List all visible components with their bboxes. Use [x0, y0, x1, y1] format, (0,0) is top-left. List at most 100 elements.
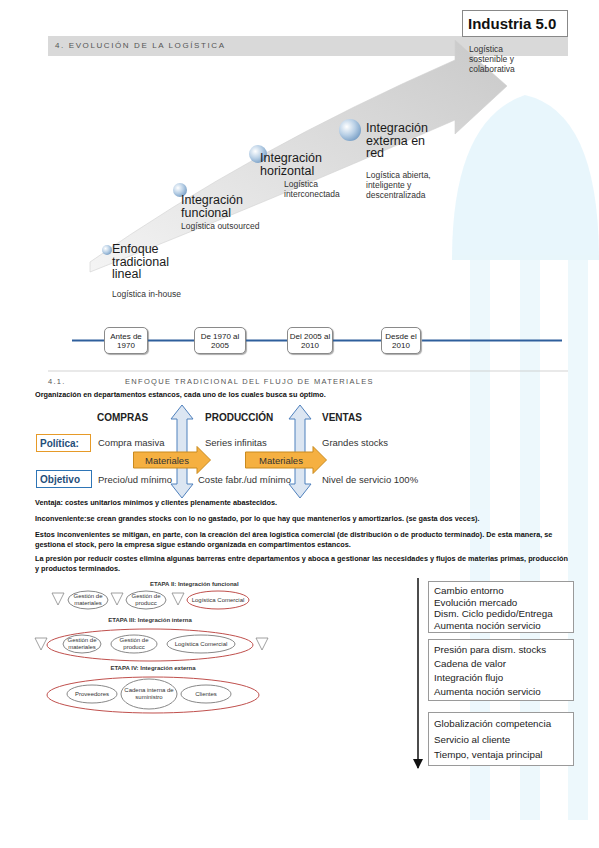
evolution-arrow [90, 40, 507, 272]
section-title: 4. EVOLUCIÓN DE LA LOGÍSTICA [55, 40, 226, 52]
row-header: Objetivo [40, 474, 80, 485]
ellipse-text: Gestión de producc [125, 593, 167, 606]
period-text: Antes de 1970 [105, 332, 147, 350]
watermark-dome [452, 95, 599, 260]
stage-sphere [102, 245, 112, 255]
factor-text: Integración flujo [434, 671, 568, 685]
stock-triangle [35, 638, 47, 650]
ellipse-shape [67, 685, 117, 703]
department-ellipse: Logística Comercial [166, 634, 236, 654]
ellipse-shape [68, 591, 108, 609]
paragraph: Estos inconvenientes se mitigan, en part… [35, 530, 570, 550]
ellipse-text: Gestión de producc [110, 637, 158, 650]
factor-text: Globalización competencia [434, 716, 568, 732]
section-number: 4.1. [48, 377, 66, 386]
stage-subtitle: Logística sostenible y colaborativa [469, 44, 531, 74]
factor-box: Globalización competenciaServicio al cli… [428, 712, 574, 766]
section-rule [48, 371, 568, 372]
table-cell: Coste fabr./ud mínimo [198, 474, 291, 485]
ellipse-text: Clientes [195, 691, 217, 698]
stage-heading: Integración externa en red [366, 122, 430, 160]
factor-text: Aumenta noción servicio [434, 620, 568, 632]
stock-triangle [256, 638, 268, 650]
integration-ellipse: ETAPA IV: Integración externaProveedores… [46, 662, 260, 714]
department-ellipse: Gestión de materiales [67, 590, 109, 610]
department-ellipse: Logística Comercial [186, 590, 250, 610]
stage-sphere [339, 119, 361, 141]
stage-label: Enfoque tradicional linealLogística in-h… [112, 243, 194, 307]
factor-text: Aumenta noción servicio [434, 685, 568, 699]
ellipse-shape [47, 629, 253, 661]
trend-arrow [417, 578, 419, 768]
factor-text: Cadena de valor [434, 657, 568, 671]
column-header: PRODUCCIÓN [205, 412, 273, 423]
paragraph: La presión por reducir costes elimina al… [35, 554, 570, 574]
timeline-box: De 1970 al 2005 [194, 327, 246, 354]
table-cell: Series infinitas [205, 437, 267, 448]
department-ellipse: Gestión de producc [125, 590, 167, 610]
table-cell: Precio/ud mínimo [98, 474, 172, 485]
ellipse-text: Cadena interna de suministro [120, 687, 178, 700]
ellipse-text: Logística Comercial [175, 641, 228, 648]
period-text: De 1970 al 2005 [195, 332, 245, 350]
factor-text: Servicio al cliente [434, 732, 568, 748]
stage-subtitle: Logística interconectada [260, 179, 352, 199]
factor-text: Dism. Ciclo pedido/Entrega [434, 608, 568, 620]
chain-ellipse: Proveedores [66, 684, 118, 704]
table-cell: Compra masiva [98, 437, 165, 448]
timeline-box: Desde el 2010 [381, 327, 421, 354]
stage-heading: Industria 5.0 [463, 11, 567, 32]
stage-label: Integración externa en redLogística abie… [366, 122, 450, 212]
timeline-line [421, 340, 562, 342]
stage-heading: ETAPA III: Integración interna [46, 614, 254, 626]
timeline-line [148, 340, 194, 342]
stock-triangle [172, 593, 184, 605]
arrow-shape [134, 447, 211, 474]
factor-text: Tiempo, ventaja principal [434, 747, 568, 763]
chain-ellipse: Clientes [180, 684, 232, 704]
ellipse-shape [187, 591, 249, 609]
factor-text: Cambio entorno [434, 585, 568, 597]
stock-triangle [52, 593, 64, 605]
ellipse-shape [181, 685, 231, 703]
integration-ellipse: ETAPA III: Integración internaGestión de… [46, 614, 254, 662]
factor-box: Cambio entornoEvolución mercadoDism. Cic… [428, 581, 574, 633]
timeline-line [72, 340, 104, 342]
arrow-text: Materiales [145, 455, 199, 466]
stage-subtitle: Logística in-house [112, 289, 194, 299]
stage-label: Integración horizontalLogística intercon… [260, 152, 352, 204]
stage-subtitle: Logística abierta, inteligente y descent… [366, 170, 450, 200]
section-heading: ENFOQUE TRADICIONAL DEL FLUJO DE MATERIA… [125, 377, 374, 386]
stage-heading: Integración funcional [181, 194, 273, 219]
material-arrow: Materiales [245, 446, 327, 474]
arrow-text: Materiales [259, 455, 313, 466]
ellipse-shape [111, 635, 157, 653]
ellipse-shape [63, 635, 101, 653]
period-text: Desde el 2010 [382, 332, 420, 350]
chain-ellipse: Cadena interna de suministro [120, 678, 178, 710]
department-ellipse: Gestión de producc [110, 634, 158, 654]
stage-heading: Integración horizontal [260, 152, 352, 177]
factor-box: Presión para dism. stocksCadena de valor… [428, 639, 574, 701]
column-header: VENTAS [322, 412, 362, 423]
material-arrow: Materiales [133, 446, 211, 474]
ellipse-text: Gestión de materiales [62, 637, 102, 650]
column-header: COMPRAS [97, 412, 148, 423]
stage-heading: ETAPA II: Integración funcional [150, 581, 239, 587]
ellipse-shape [121, 679, 177, 709]
ellipse-text: Gestión de materiales [67, 593, 109, 606]
period-text: Del 2005 al 2010 [288, 332, 332, 350]
stage-box: Industria 5.0Logística sostenible y cola… [462, 10, 568, 37]
stage-heading: ETAPA IV: Integración externa [46, 662, 260, 674]
stage-heading: Enfoque tradicional lineal [112, 243, 194, 281]
ellipse-shape [47, 677, 259, 713]
factor-text: Presión para dism. stocks [434, 643, 568, 657]
paragraph: Ventaja: costes unitarios mínimos y clie… [35, 498, 575, 508]
paragraph: Inconveniente:se crean grandes stocks co… [35, 514, 575, 524]
timeline-box: Del 2005 al 2010 [287, 327, 333, 354]
ellipse-shape [167, 635, 235, 653]
ellipse-text: Proveedores [75, 691, 109, 698]
paragraph: Organización en departamentos estancos, … [35, 390, 575, 400]
table-cell: Grandes stocks [322, 437, 388, 448]
